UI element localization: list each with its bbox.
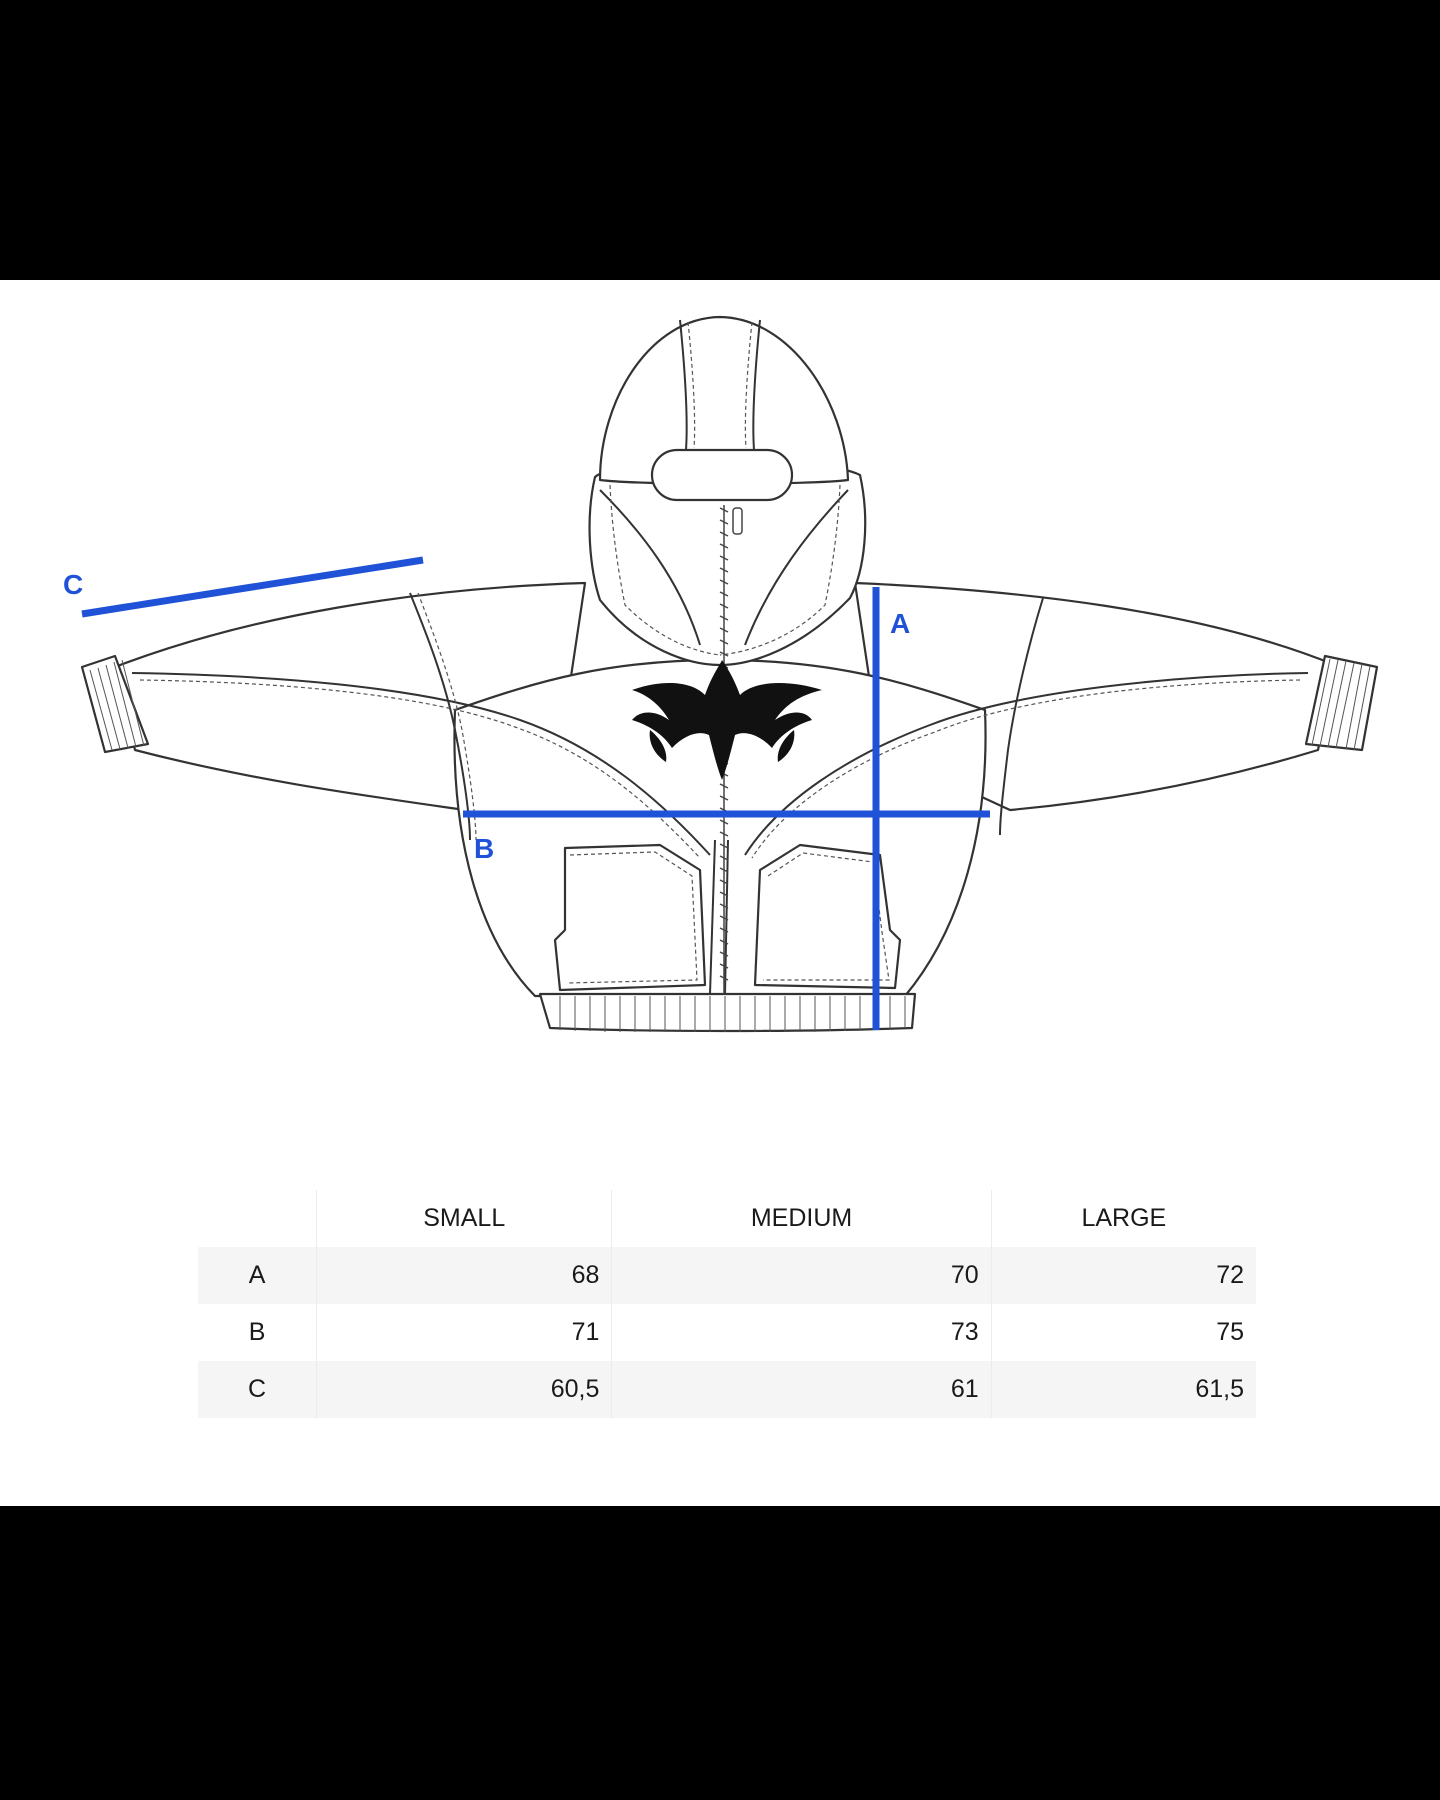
cell-value: 73: [611, 1304, 992, 1361]
cell-value: 72: [990, 1247, 1256, 1304]
table-header-row: SMALL MEDIUM LARGE: [198, 1190, 1256, 1247]
cell-value: 68: [316, 1247, 612, 1304]
table-row: B 71 73 75: [198, 1304, 1256, 1361]
row-label: C: [198, 1361, 317, 1418]
column-header-medium: MEDIUM: [611, 1190, 992, 1247]
waistband: [538, 992, 917, 1033]
cell-value: 60,5: [316, 1361, 612, 1418]
row-label: B: [248, 1318, 266, 1346]
hoodie-technical-drawing: A B C: [63, 315, 1379, 1033]
left-pocket: [553, 843, 707, 992]
table-row: C 60,5 61 61,5: [198, 1361, 1256, 1418]
cell-value: 61: [611, 1361, 992, 1418]
cell-value: 61,5: [990, 1361, 1256, 1418]
face-opening: [650, 448, 794, 502]
cell-value: 70: [611, 1247, 992, 1304]
bottom-black-band: [0, 1506, 1440, 1800]
measure-label-b: B: [474, 833, 494, 864]
measure-line-c: [81, 556, 424, 618]
header-empty: [198, 1190, 317, 1247]
measure-label-a: A: [890, 608, 910, 639]
row-label: A: [198, 1247, 317, 1304]
column-header-small: SMALL: [316, 1190, 612, 1247]
top-black-band: [0, 0, 1440, 280]
cell-value: 71: [316, 1304, 612, 1361]
tribal-graphic: [632, 660, 822, 780]
column-header-large: LARGE: [990, 1190, 1256, 1247]
cell-value: 75: [990, 1304, 1256, 1361]
table-row: A 68 70 72: [198, 1247, 1256, 1304]
size-guide-panel: A B C SMALL MEDIUM LARGE A 68 70 72 B 71…: [0, 280, 1440, 1506]
right-pocket: [753, 843, 902, 990]
measure-label-c: C: [63, 569, 83, 600]
size-table: SMALL MEDIUM LARGE A 68 70 72 B 71 73 75…: [198, 1190, 1256, 1418]
